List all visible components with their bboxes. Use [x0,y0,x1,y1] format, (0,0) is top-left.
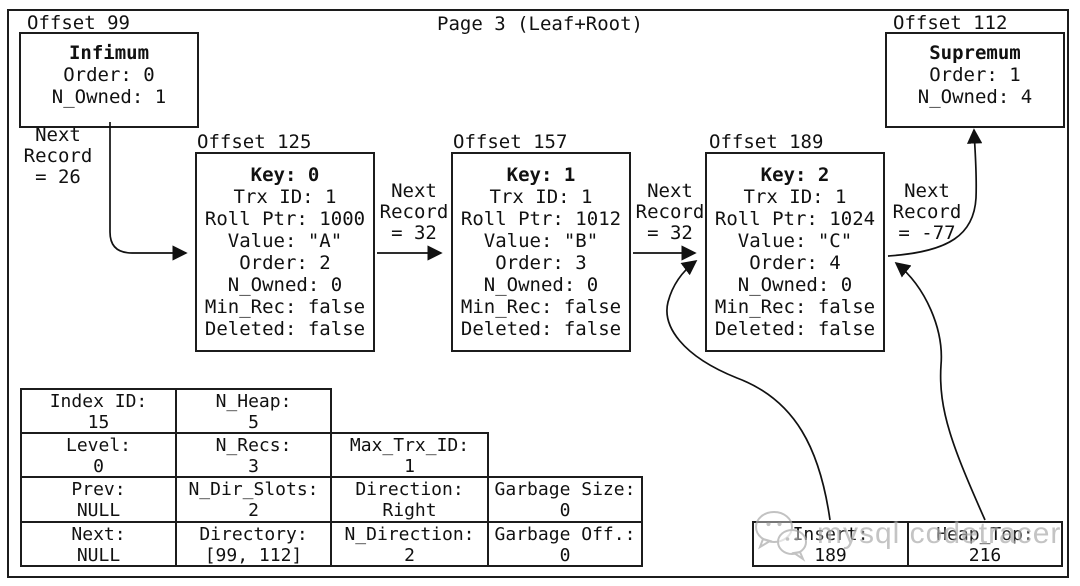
record2-field: Trx ID: 1 [743,186,847,208]
record0-field: Trx ID: 1 [233,186,337,208]
next-record-label-0: Next Record = 32 [379,180,449,244]
record1-offset-label: Offset 157 [453,131,568,153]
record0-field: N_Owned: 0 [227,274,343,296]
record1-field: Order: 3 [495,252,587,274]
table-cell-garbage-size: Garbage Size: 0 [487,476,643,523]
record1-field: Min_Rec: false [460,296,622,318]
diagram-border [7,9,1069,578]
record0-key: Key: 0 [250,164,320,186]
record0-field: Value: "A" [227,230,343,252]
next-record-label-1: Next Record = 32 [635,180,705,244]
record0-field: Min_Rec: false [204,296,366,318]
record-box-key0: Key: 0 Trx ID: 1 Roll Ptr: 1000 Value: "… [195,152,375,352]
table-cell-prev: Prev: NULL [20,476,177,523]
infimum-field: N_Owned: 1 [51,86,167,108]
table-cell-level: Level: 0 [20,432,177,478]
table-cell-index-id: Index ID: 15 [20,388,177,434]
record2-field: Roll Ptr: 1024 [714,208,876,230]
infimum-title: Infimum [68,42,150,64]
table-cell-n-recs: N_Recs: 3 [175,432,332,478]
supremum-box: Supremum Order: 1 N_Owned: 4 [885,32,1065,128]
record1-field: Value: "B" [483,230,599,252]
record2-offset-label: Offset 189 [709,131,824,153]
table-cell-direction: Direction: Right [330,476,489,523]
table-cell-directory: Directory: [99, 112] [175,521,332,567]
watermark-text: mysql codetracer [817,517,1062,550]
supremum-offset-label: Offset 112 [893,12,1008,34]
record0-offset-label: Offset 125 [197,131,312,153]
supremum-field: Order: 1 [929,64,1021,86]
record2-field: Value: "C" [737,230,853,252]
infimum-box: Infimum Order: 0 N_Owned: 1 [19,32,199,128]
record-box-key1: Key: 1 Trx ID: 1 Roll Ptr: 1012 Value: "… [451,152,631,352]
record1-field: Trx ID: 1 [489,186,593,208]
record2-field: Order: 4 [749,252,841,274]
wechat-icon [755,511,807,562]
next-record-label-infimum: Next Record = 26 [23,124,93,188]
pointer-box-heap-top: Heap_Top: 216 [907,521,1063,567]
supremum-title: Supremum [929,42,1021,64]
infimum-offset-label: Offset 99 [27,12,130,34]
record2-field: Deleted: false [714,318,876,340]
record-box-key2: Key: 2 Trx ID: 1 Roll Ptr: 1024 Value: "… [705,152,885,352]
table-cell-n-heap: N_Heap: 5 [175,388,332,434]
supremum-field: N_Owned: 4 [917,86,1033,108]
record2-key: Key: 2 [760,164,830,186]
record2-field: Min_Rec: false [714,296,876,318]
table-cell-garbage-off: Garbage Off.: 0 [487,521,643,567]
record0-field: Order: 2 [239,252,331,274]
infimum-field: Order: 0 [63,64,155,86]
record2-field: N_Owned: 0 [737,274,853,296]
record1-field: Roll Ptr: 1012 [460,208,622,230]
record0-field: Deleted: false [204,318,366,340]
watermark: mysql codetracer [747,500,1061,568]
record1-field: N_Owned: 0 [483,274,599,296]
record1-key: Key: 1 [506,164,576,186]
table-cell-n-direction: N_Direction: 2 [330,521,489,567]
page-title: Page 3 (Leaf+Root) [437,13,643,35]
record0-field: Roll Ptr: 1000 [204,208,366,230]
table-cell-n-dir-slots: N_Dir_Slots: 2 [175,476,332,523]
record1-field: Deleted: false [460,318,622,340]
table-cell-next: Next: NULL [20,521,177,567]
next-record-label-2: Next Record = -77 [892,180,962,244]
table-cell-max-trx-id: Max_Trx_ID: 1 [330,432,489,478]
